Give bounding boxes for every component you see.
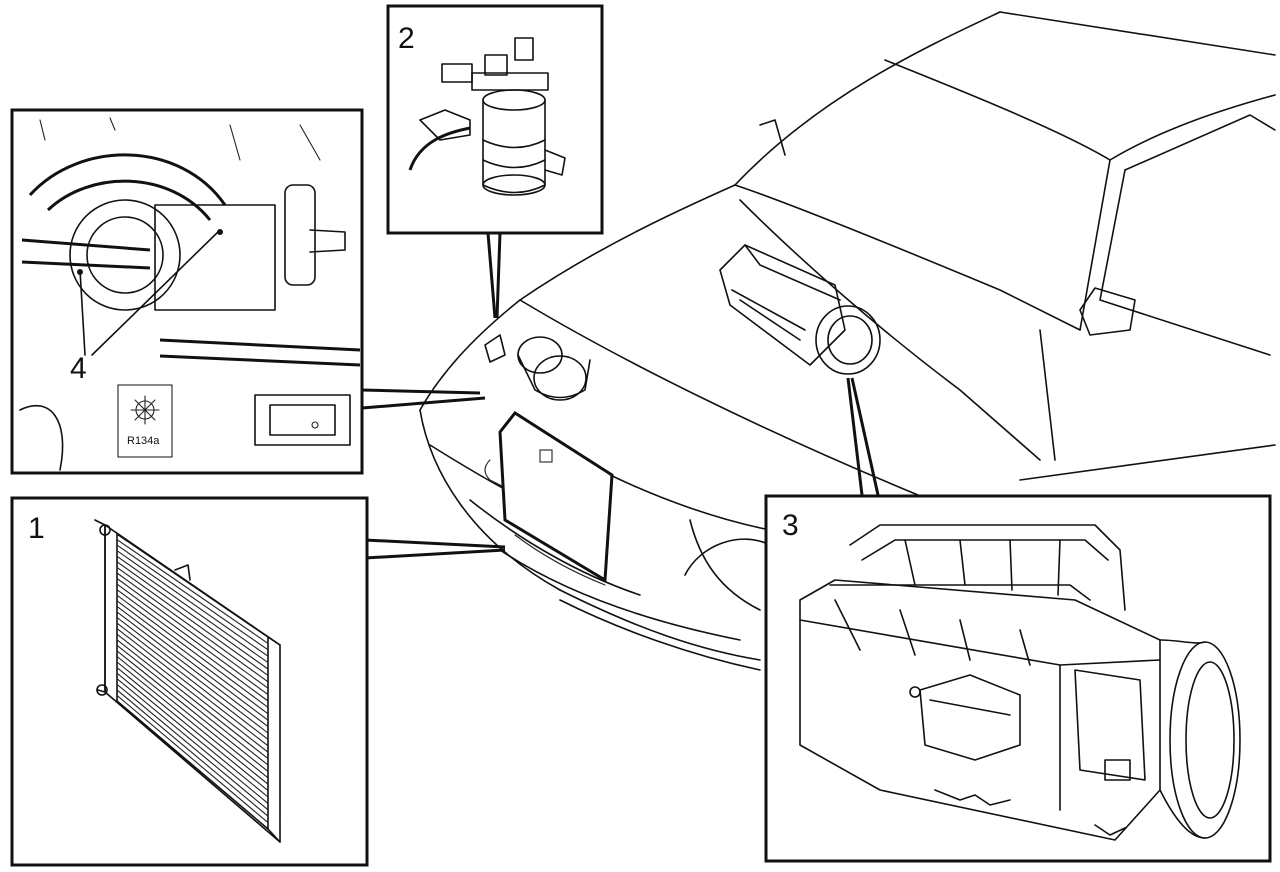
condenser-fin	[116, 639, 269, 760]
inset-engine-bay: 4 R134a	[10, 108, 364, 475]
inset-condenser: 1	[10, 496, 369, 867]
on-car-evaporator	[719, 244, 881, 375]
condenser-fin	[116, 539, 269, 644]
on-car-receiver	[484, 334, 591, 401]
condenser-fin	[116, 628, 269, 747]
condenser-fin	[116, 589, 269, 702]
condenser-fin	[116, 583, 269, 696]
car-illustration	[419, 11, 1276, 671]
condenser-fin	[116, 622, 269, 740]
condenser-fin	[116, 633, 269, 753]
condenser-fin	[116, 555, 269, 664]
condenser-fin	[116, 550, 269, 657]
leader-lines	[361, 232, 880, 560]
condenser-fin	[116, 650, 269, 772]
condenser-fin	[116, 605, 269, 721]
refrigerant-label: R134a	[127, 435, 160, 447]
condenser-fin	[116, 616, 269, 734]
callout-service-valves: 4	[70, 352, 87, 385]
inset-evaporator-housing: 3	[764, 494, 1272, 863]
condenser-fin	[116, 600, 269, 715]
inset-receiver-drier: 2	[386, 4, 604, 235]
condenser-fin	[116, 667, 269, 792]
condenser-fin	[116, 572, 269, 683]
condenser-fin	[116, 694, 269, 824]
condenser-fin	[116, 661, 269, 785]
condenser-fin	[116, 655, 269, 779]
condenser-fin	[116, 566, 269, 676]
on-car-condenser	[498, 411, 614, 583]
callout-condenser: 1	[28, 512, 45, 545]
condenser-fin	[116, 611, 269, 728]
condenser-fin	[116, 689, 269, 817]
callout-evaporator-housing: 3	[782, 509, 799, 542]
condenser-fin	[116, 672, 269, 798]
condenser-fin	[116, 577, 269, 689]
condenser-fin	[116, 561, 269, 670]
condenser-fin	[116, 594, 269, 708]
callout-receiver-drier: 2	[398, 22, 415, 55]
condenser-fin	[116, 678, 269, 804]
condenser-fin	[116, 683, 269, 811]
condenser-fin	[116, 644, 269, 766]
condenser-fin	[116, 544, 269, 651]
snowflake-icon	[130, 395, 160, 425]
